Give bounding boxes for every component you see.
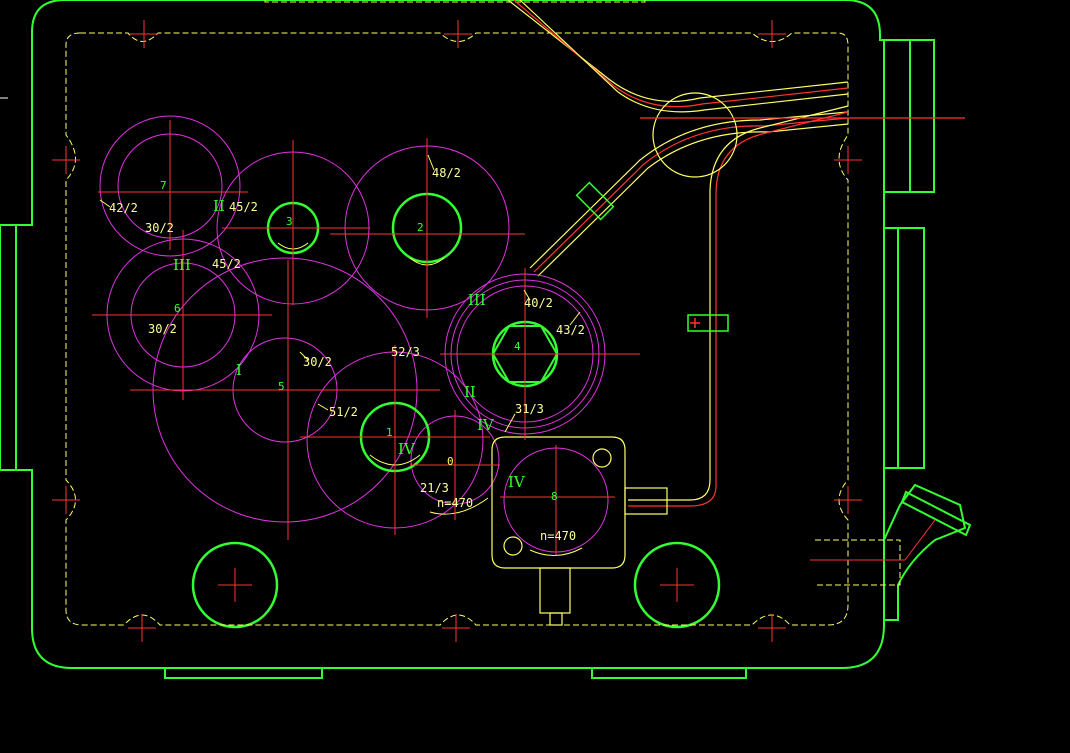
shaft-label-II-upper: II [213, 197, 225, 215]
mounting-crosshairs [52, 20, 936, 642]
shaft-label-III-right: III [468, 291, 486, 309]
gear-number-2: 2 [417, 221, 424, 234]
shaft-label-IV-b: IV [398, 440, 416, 458]
label-40-2: 40/2 [524, 296, 553, 310]
gear-number-6: 6 [174, 302, 181, 315]
center-lines [92, 120, 640, 555]
label-52-3: 52/3 [391, 345, 420, 359]
inner-outline [65, 0, 901, 626]
gear-number-5: 5 [278, 380, 285, 393]
shaft-label-III-left: III [173, 256, 191, 274]
shaft-label-I: I [236, 361, 242, 379]
shaft-label-IV-c: IV [508, 473, 526, 491]
rotation-arcs [277, 242, 583, 556]
label-42-2: 42/2 [109, 201, 138, 215]
label-21-3: 21/3 [420, 481, 449, 495]
label-51-2: 51/2 [329, 405, 358, 419]
gear-number-3: 3 [286, 215, 293, 228]
gear-number-1: 1 [386, 426, 393, 439]
gear-number-4: 4 [514, 340, 521, 353]
label-30-2-left: 30/2 [148, 322, 177, 336]
mount-circles [191, 541, 721, 629]
oil-pump-body [491, 436, 668, 626]
label-n470-left: n=470 [437, 496, 473, 510]
pipe-fittings [575, 181, 729, 332]
label-30-2-upper: 30/2 [145, 221, 174, 235]
oil-pipes [507, 0, 965, 507]
label-43-2: 43/2 [556, 323, 585, 337]
gear-number-7: 7 [160, 179, 167, 192]
label-45-2-upper: 45/2 [229, 200, 258, 214]
shaft-label-II-lower: II [464, 383, 476, 401]
gear-number-8: 8 [551, 490, 558, 503]
label-45-2-lower: 45/2 [212, 257, 241, 271]
label-n470-pump: n=470 [540, 529, 576, 543]
label-30-2-mid: 30/2 [303, 355, 332, 369]
label-31-3: 31/3 [515, 402, 544, 416]
shaft-label-IV-a: IV [477, 416, 495, 434]
leader-lines [99, 154, 581, 433]
gear-number-0: 0 [447, 455, 454, 468]
label-48-2: 48/2 [432, 166, 461, 180]
gear-shafts [266, 192, 559, 473]
housing-outline [0, 0, 972, 679]
